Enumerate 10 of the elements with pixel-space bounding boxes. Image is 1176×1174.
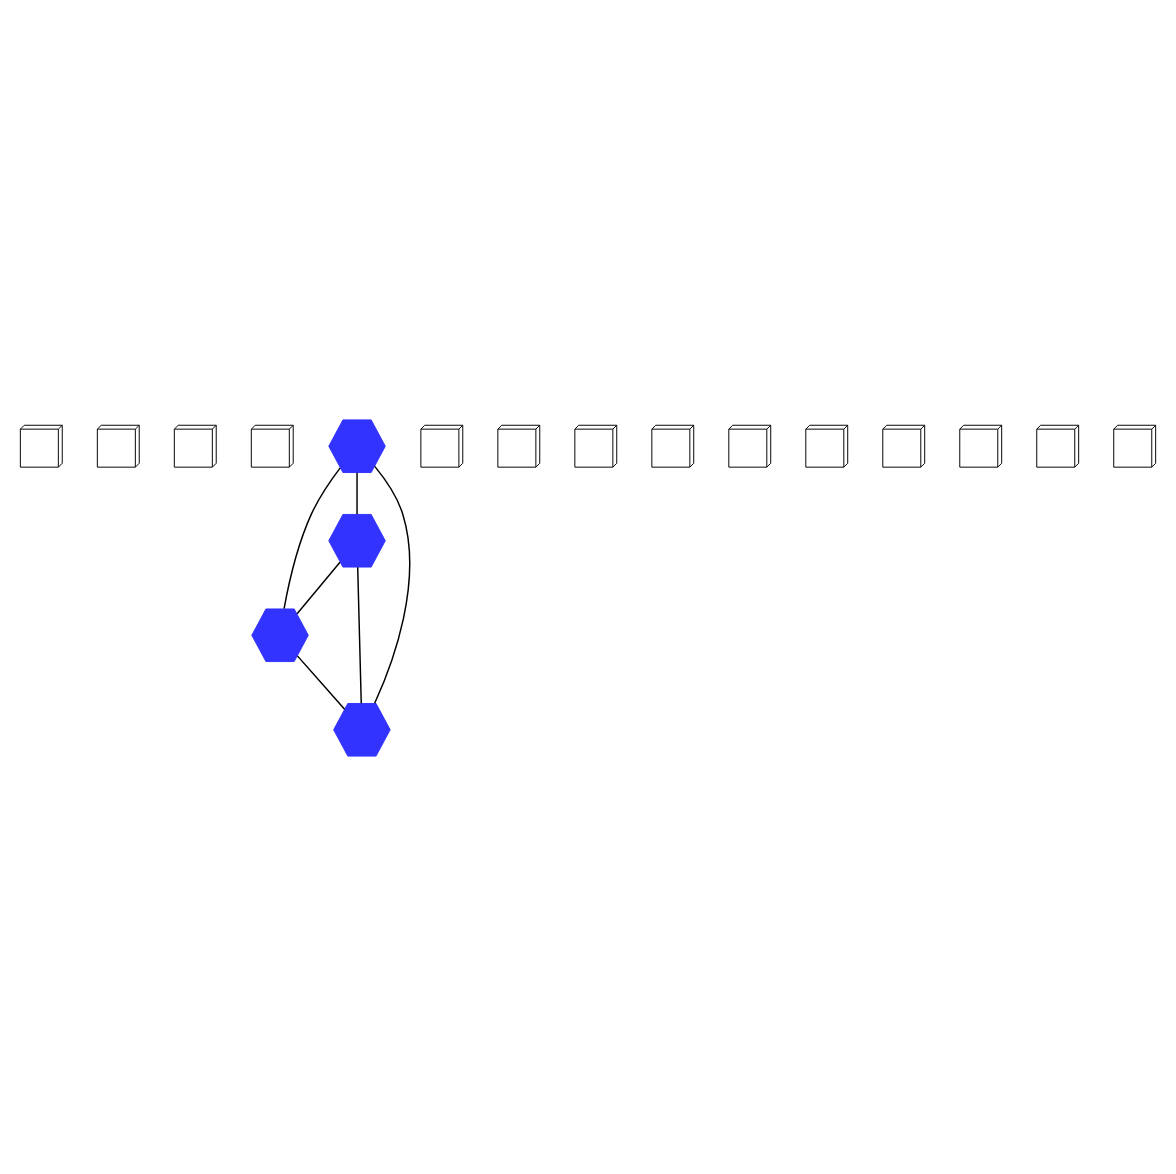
connector	[373, 464, 411, 703]
connector	[356, 471, 358, 515]
connector	[296, 654, 346, 709]
connector	[356, 565, 362, 703]
connector	[283, 466, 341, 609]
connector	[296, 560, 341, 614]
node-hexagon	[328, 418, 386, 472]
node-hexagon	[333, 702, 391, 756]
node-hexagon	[328, 512, 386, 567]
node-hexagon	[251, 607, 309, 662]
